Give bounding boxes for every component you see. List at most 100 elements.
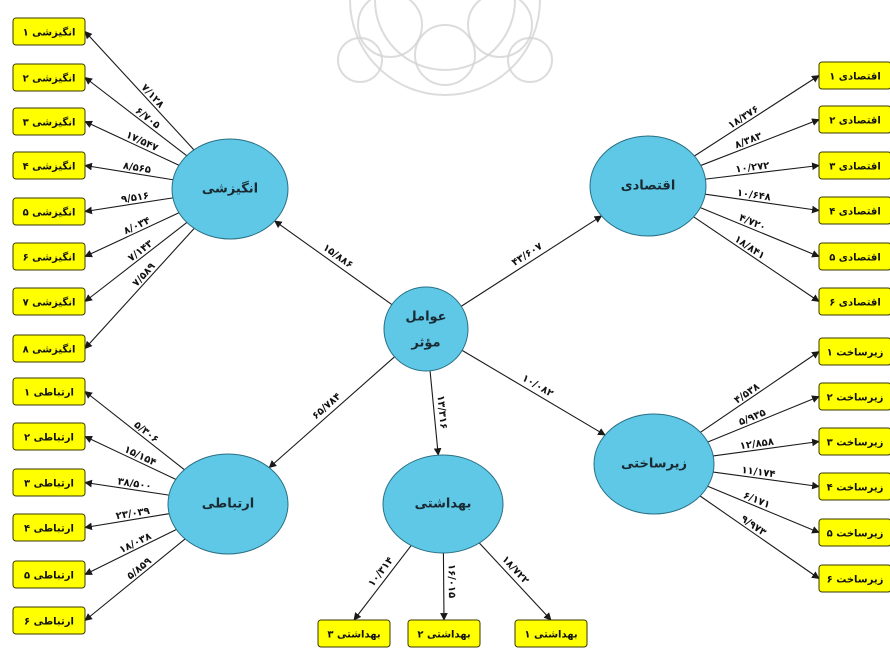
angizeshi-indicator-weight: ۸/۰۳۴ (122, 215, 152, 237)
latent-ertebati: ارتباطی (167, 453, 289, 555)
eghtesadi-indicator-1: اقتصادی ۱ (818, 61, 890, 90)
ertebati-indicator-2: ارتباطی ۲ (12, 422, 86, 451)
eghtesadi-indicator-label: اقتصادی ۴ (829, 207, 881, 218)
zirsakhti-indicator-label: زیرساخت ۶ (827, 575, 884, 586)
zirsakhti-indicator-weight: ۵/۹۳۵ (737, 407, 767, 428)
angizeshi-indicator-weight: ۱۷/۵۴۷ (124, 130, 160, 154)
ertebati-indicator-edge (84, 391, 185, 471)
angizeshi-indicator-4: انگیزشی ۴ (12, 151, 86, 180)
ertebati-indicator-label: ارتباطی ۴ (24, 524, 74, 535)
eghtesadi-indicator-weight: ۱۸/۳۷۶ (726, 104, 761, 132)
angizeshi-indicator-label: انگیزشی ۳ (23, 116, 76, 129)
angizeshi-indicator-3: انگیزشی ۳ (12, 107, 86, 136)
angizeshi-indicator-edge (84, 120, 180, 166)
angizeshi-indicator-7: انگیزشی ۷ (12, 287, 86, 316)
behdashti-indicator-2: بهداشتی ۲ (407, 619, 481, 648)
ertebati-indicator-6: ارتباطی ۶ (12, 606, 86, 635)
angizeshi-indicator-weight: ۹/۵۱۶ (120, 191, 149, 206)
path-edge-behdashti (429, 370, 442, 456)
angizeshi-indicator-label: انگیزشی ۴ (23, 160, 76, 173)
latent-eghtesadi: اقتصادی (589, 135, 707, 237)
zirsakhti-indicator-label: زیرساخت ۵ (827, 529, 884, 540)
ertebati-indicator-5: ارتباطی ۵ (12, 560, 86, 589)
path-weight-behdashti: ۱۳/۳۱۶ (434, 395, 448, 430)
ertebati-indicator-4: ارتباطی ۴ (12, 513, 86, 542)
ertebati-indicator-weight: ۵/۸۵۹ (125, 556, 154, 582)
zirsakhti-indicator-edge (713, 471, 820, 490)
ertebati-indicator-label: ارتباطی ۱ (24, 388, 74, 399)
ertebati-indicator-label: ارتباطی ۲ (24, 433, 74, 444)
angizeshi-indicator-edge (84, 162, 174, 181)
angizeshi-indicator-label: انگیزشی ۱ (23, 26, 76, 39)
path-weight-zirsakhti: ۱۰/۰۸۲ (520, 373, 555, 400)
eghtesadi-indicator-weight: ۸/۳۸۳ (733, 131, 763, 151)
eghtesadi-indicator-edge (694, 75, 820, 157)
ertebati-indicator-weight: ۱۵/۱۵۴ (122, 444, 158, 469)
path-weight-eghtesadi: ۴۳/۶۰۷ (510, 241, 545, 269)
latent-center-line2: مؤثر (410, 336, 440, 351)
zirsakhti-indicator-3: زیرساخت ۳ (818, 427, 890, 456)
latent-ertebati-label: ارتباطی (202, 497, 254, 512)
ertebati-indicator-3: ارتباطی ۳ (12, 468, 86, 497)
angizeshi-indicator-label: انگیزشی ۶ (23, 251, 76, 264)
behdashti-indicator-1: بهداشتی ۳ (317, 619, 391, 648)
eghtesadi-indicator-label: اقتصادی ۲ (829, 116, 881, 127)
angizeshi-indicator-label: انگیزشی ۷ (23, 296, 76, 309)
behdashti-indicator-label: بهداشتی ۳ (327, 630, 380, 641)
angizeshi-indicator-weight: ۷/۱۴۳ (126, 238, 155, 264)
ertebati-indicator-label: ارتباطی ۵ (24, 571, 74, 582)
ertebati-indicator-edge (84, 528, 177, 575)
angizeshi-indicator-edge (84, 30, 195, 151)
ertebati-indicator-edge (84, 435, 177, 480)
eghtesadi-indicator-edge (700, 207, 820, 258)
ertebati-indicator-edge (84, 513, 170, 531)
edges-layer (84, 30, 820, 621)
ertebati-indicator-label: ارتباطی ۳ (24, 479, 74, 490)
behdashti-indicator-edge (353, 545, 412, 621)
zirsakhti-indicator-label: زیرساخت ۳ (827, 438, 884, 449)
nodes-layer: انگیزشی ۱ انگیزشی ۲ انگیزشی ۳ انگیزشی ۴ انگی… (12, 17, 890, 648)
angizeshi-indicator-edge (84, 77, 188, 157)
eghtesadi-indicator-edge (705, 193, 820, 214)
angizeshi-indicator-6: انگیزشی ۶ (12, 242, 86, 271)
angizeshi-indicator-label: انگیزشی ۵ (23, 206, 76, 219)
eghtesadi-indicator-6: اقتصادی ۶ (818, 287, 890, 316)
angizeshi-indicator-weight: ۸/۵۶۵ (122, 161, 151, 176)
eghtesadi-indicator-weight: ۱۰/۶۴۸ (736, 188, 771, 204)
ertebati-indicator-weight: ۱۸/۰۳۸ (118, 531, 154, 556)
ertebati-indicator-weight: ۵/۳۰۶ (132, 420, 161, 446)
angizeshi-indicator-2: انگیزشی ۲ (12, 63, 86, 92)
angizeshi-indicator-label: انگیزشی ۲ (23, 72, 76, 85)
zirsakhti-indicator-edge (707, 485, 820, 534)
eghtesadi-indicator-label: اقتصادی ۳ (829, 162, 881, 173)
ertebati-indicator-label: ارتباطی ۶ (24, 617, 74, 628)
eghtesadi-indicator-label: اقتصادی ۶ (829, 298, 881, 309)
eghtesadi-indicator-label: اقتصادی ۵ (829, 253, 881, 264)
latent-eghtesadi-label: اقتصادی (621, 179, 676, 194)
zirsakhti-indicator-weight: ۱۱/۱۷۴ (741, 465, 776, 481)
angizeshi-indicator-5: انگیزشی ۵ (12, 197, 86, 226)
eghtesadi-indicator-label: اقتصادی ۱ (829, 72, 881, 83)
ertebati-indicator-edge (84, 538, 186, 621)
angizeshi-indicator-edge (84, 212, 180, 258)
eghtesadi-indicator-edge (705, 162, 820, 180)
ertebati-indicator-weight: ۳۸/۵۰۰ (117, 476, 152, 492)
path-edge-eghtesadi (461, 215, 603, 307)
zirsakhti-indicator-edge (700, 351, 820, 433)
behdashti-indicator-label: بهداشتی ۱ (524, 630, 577, 641)
zirsakhti-indicator-5: زیرساخت ۵ (818, 518, 890, 547)
eghtesadi-indicator-edge (693, 216, 820, 302)
eghtesadi-indicator-2: اقتصادی ۲ (818, 105, 890, 134)
eghtesadi-indicator-3: اقتصادی ۳ (818, 151, 890, 180)
path-edge-ertebati (268, 356, 395, 469)
angizeshi-indicator-edge (84, 222, 188, 302)
zirsakhti-indicator-edge (713, 438, 820, 457)
behdashti-indicator-weight: ۱۶/۰۱۵ (446, 564, 457, 598)
path-edge-zirsakhti (461, 349, 606, 436)
zirsakhti-indicator-label: زیرساخت ۱ (827, 348, 884, 359)
latent-angizeshi: انگیزشی (171, 138, 289, 240)
angizeshi-indicator-1: انگیزشی ۱ (12, 17, 86, 46)
zirsakhti-indicator-edge (707, 395, 820, 443)
